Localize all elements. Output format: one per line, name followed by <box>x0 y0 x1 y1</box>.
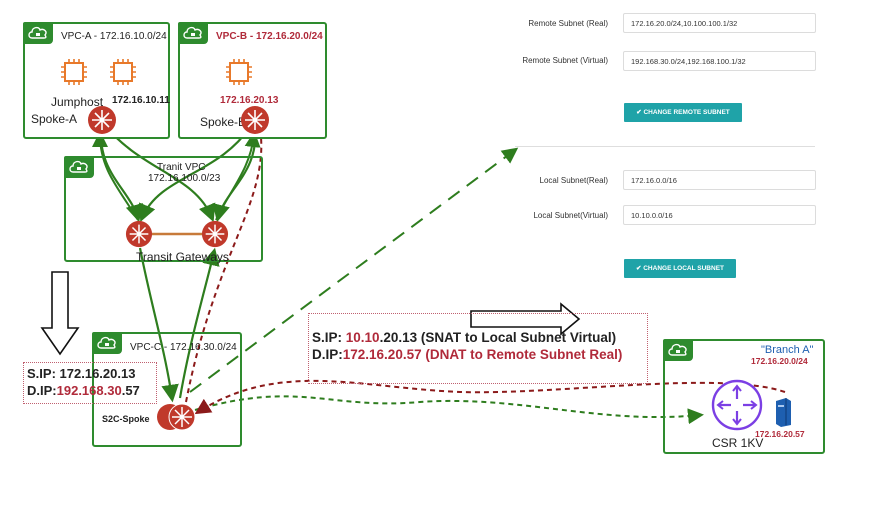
cloud-lock-icon <box>64 156 94 178</box>
vpc-c-box: VPC-C - 172.16.30.0/24 S2C-Spoke <box>92 332 242 447</box>
vpc-a-title: VPC-A - 172.16.10.0/24 <box>61 31 167 42</box>
spoke-b-label: Spoke-B <box>200 115 247 129</box>
server-icon <box>776 398 791 427</box>
s2c-to-gw2-line <box>178 247 220 399</box>
sip-label: S.IP: <box>27 366 56 381</box>
change-local-button-label: CHANGE LOCAL SUBNET <box>643 265 725 272</box>
right-arrow-icon <box>470 302 581 336</box>
spoke-b-router-icon[interactable] <box>240 105 270 135</box>
transit-title-line2: 172.16.100.0/23 <box>148 173 221 184</box>
local-virtual-label: Local Subnet(Virtual) <box>533 211 608 220</box>
vpc-b-host-ip: 172.16.20.13 <box>220 95 279 106</box>
branch-a-box: "Branch A" 172.16.20.0/24 172.16.20.57 C… <box>663 339 825 454</box>
cloud-lock-icon <box>92 332 122 354</box>
s2c-spoke-router-icon[interactable] <box>156 402 196 432</box>
packet-after-dip: D.IP:172.16.20.57 (DNAT to Remote Subnet… <box>312 347 622 362</box>
branch-subnet: 172.16.20.0/24 <box>751 356 808 366</box>
packet-after-box <box>308 313 648 384</box>
cloud-lock-icon <box>178 22 208 44</box>
sip-rest: .20.13 (SNAT to Local Subnet Virtual) <box>379 330 617 345</box>
sip-label: S.IP: <box>312 330 343 345</box>
gw1-to-spoke-a-line <box>92 131 139 221</box>
transit-gateways-label: Transit Gateways <box>136 250 229 264</box>
local-virtual-field[interactable]: 10.10.0.0/16 <box>623 205 816 225</box>
cloud-lock-icon <box>23 22 53 44</box>
dip-label: D.IP: <box>27 383 57 398</box>
spoke-a-label: Spoke-A <box>31 112 78 126</box>
vpc-b-title: VPC-B - 172.16.20.0/24 <box>216 31 323 42</box>
csr-label: CSR 1KV <box>712 436 764 450</box>
packet-before-dip: D.IP:192.168.30.57 <box>27 383 140 398</box>
dip-red: 192.168.30 <box>56 383 122 398</box>
csr-router-icon[interactable] <box>711 379 763 431</box>
spoke-a-router-icon[interactable] <box>87 105 117 135</box>
transit-gateway-2-icon[interactable] <box>201 220 229 248</box>
gw2-to-spoke-b-line <box>215 131 261 221</box>
red-return-path <box>185 88 263 403</box>
transit-title-line1: Tranit VPC <box>157 162 206 173</box>
packet-after-sip: S.IP: 10.10.20.13 (SNAT to Local Subnet … <box>312 330 616 345</box>
green-path-to-branch <box>194 395 704 425</box>
change-local-subnet-button[interactable]: ✔ CHANGE LOCAL SUBNET <box>624 259 736 278</box>
gw1-to-s2c-line <box>138 247 179 403</box>
jumphost-label: Jumphost <box>51 95 104 109</box>
instance-chip-icon <box>226 59 252 85</box>
local-real-label: Local Subnet(Real) <box>539 176 608 185</box>
dip-rest: .57 <box>121 383 140 398</box>
remote-virtual-label: Remote Subnet (Virtual) <box>522 56 608 65</box>
red-path-from-branch <box>194 379 786 415</box>
sip-red: 10.10 <box>345 330 380 345</box>
cloud-lock-icon <box>663 339 693 361</box>
vpc-b-box: VPC-B - 172.16.20.0/24 172.16.20.13 Spok… <box>178 22 327 139</box>
vpc-c-title: VPC-C - 172.16.30.0/24 <box>130 342 237 353</box>
transit-vpc-box: Tranit VPC 172.16.100.0/23 Transit Gatew… <box>64 156 263 264</box>
instance-chip-icon <box>110 59 136 85</box>
s2c-spoke-label: S2C-Spoke <box>102 414 150 424</box>
remote-virtual-field[interactable]: 192.168.30.0/24,192.168.100.1/32 <box>623 51 816 71</box>
vpc-a-host-ip: 172.16.10.11 <box>112 95 170 106</box>
instance-chip-icon <box>61 59 87 85</box>
remote-real-label: Remote Subnet (Real) <box>528 19 608 28</box>
dip-red: 172.16.20.57 (DNAT to Remote Subnet Real… <box>342 347 623 362</box>
packet-before-sip: S.IP: 172.16.20.13 <box>27 366 135 381</box>
transit-gateway-1-icon[interactable] <box>125 220 153 248</box>
branch-host-ip: 172.16.20.57 <box>755 429 805 439</box>
local-real-field[interactable]: 172.16.0.0/16 <box>623 170 816 190</box>
branch-title: "Branch A" <box>761 344 814 356</box>
form-divider <box>515 146 815 147</box>
sip-value: 172.16.20.13 <box>59 366 136 381</box>
remote-real-field[interactable]: 172.16.20.0/24,10.100.100.1/32 <box>623 13 816 33</box>
change-remote-button-label: CHANGE REMOTE SUBNET <box>643 109 730 116</box>
down-arrow-icon <box>40 271 80 356</box>
packet-before-box <box>23 362 157 404</box>
dip-label: D.IP: <box>312 347 343 362</box>
spoke-b-to-gw1-line <box>138 123 253 223</box>
change-remote-subnet-button[interactable]: ✔ CHANGE REMOTE SUBNET <box>624 103 742 122</box>
